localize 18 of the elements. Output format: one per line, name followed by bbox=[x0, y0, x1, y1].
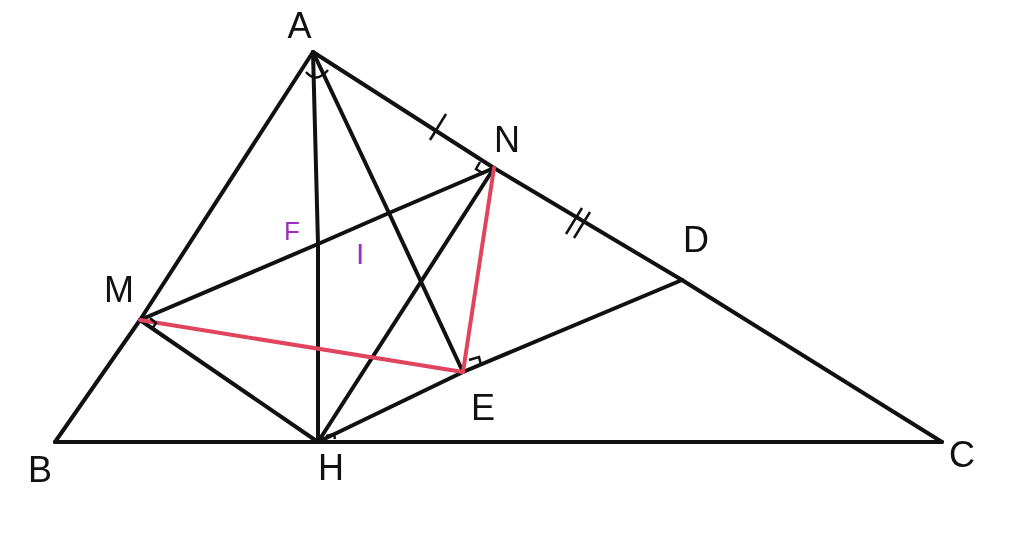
point-label: M bbox=[104, 272, 140, 320]
line-segment bbox=[461, 278, 684, 374]
line-segment bbox=[316, 440, 944, 444]
line-segment bbox=[680, 278, 944, 444]
line-segment bbox=[311, 50, 391, 215]
point-label: E bbox=[463, 380, 503, 426]
point-label: H bbox=[318, 446, 346, 486]
point-label: F bbox=[284, 218, 318, 244]
point-label: I bbox=[356, 213, 389, 269]
line-segment bbox=[138, 318, 465, 374]
point-label: N bbox=[494, 122, 528, 168]
point-label: A bbox=[286, 8, 313, 52]
point-label: B bbox=[28, 442, 55, 488]
point-label: C bbox=[942, 434, 982, 476]
point-label: D bbox=[676, 222, 716, 280]
line-segment bbox=[461, 166, 496, 374]
line-segment bbox=[387, 166, 496, 215]
line-segment bbox=[316, 211, 391, 246]
